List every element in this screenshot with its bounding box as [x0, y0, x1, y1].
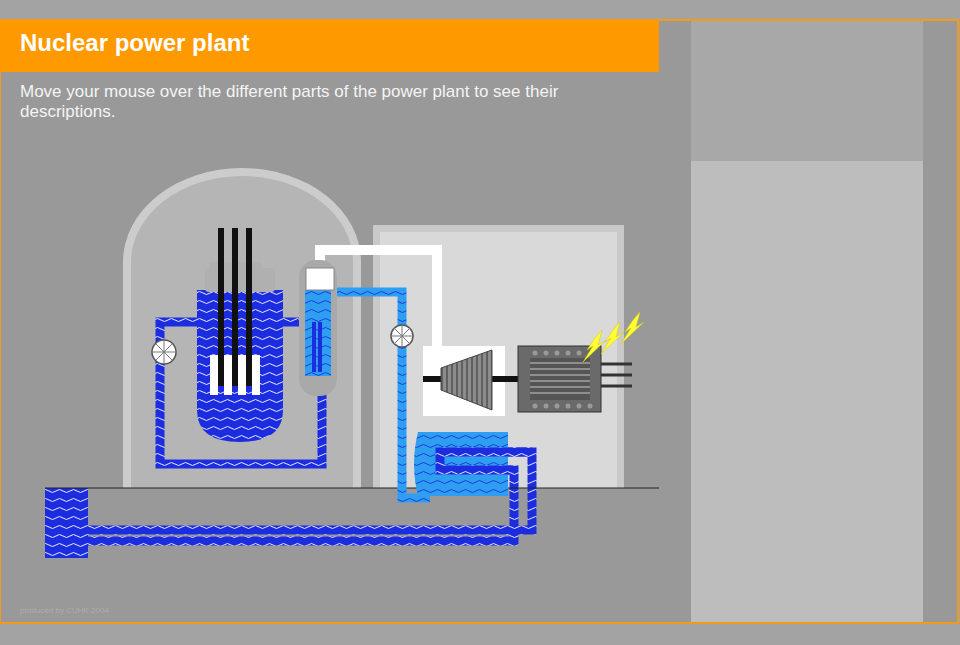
control-rod: [246, 228, 252, 386]
output-terminals: [601, 364, 632, 386]
coolant-pump: [152, 340, 176, 364]
containment-dome: [123, 168, 361, 488]
instruction-text: Move your mouse over the different parts…: [20, 82, 590, 123]
turbine-building: [373, 225, 624, 488]
control-rod: [218, 228, 224, 386]
description-panel: [691, 161, 923, 622]
page-title: Nuclear power plant: [20, 29, 249, 57]
fuel-rod: [224, 355, 232, 395]
steam-pipe: [320, 250, 437, 350]
generator-bolts: [533, 351, 593, 409]
condenser-tubes: [440, 452, 532, 470]
heat-exchanger-tubes: [314, 322, 320, 372]
containment-inner: [131, 176, 353, 488]
control-rod: [232, 228, 238, 386]
fuel-rod: [238, 355, 246, 395]
pump-blades: [391, 325, 413, 347]
feedwater-pump: [391, 325, 413, 347]
reactor-vessel: [197, 290, 283, 442]
steam-generator: [299, 260, 337, 396]
description-panel-top: [691, 21, 923, 161]
ground-line: [45, 488, 659, 489]
steam-dome: [306, 268, 334, 290]
steam-generator-water: [305, 290, 331, 376]
pump-blades: [152, 340, 176, 364]
fuel-rod: [210, 355, 218, 395]
content-frame: [0, 20, 958, 623]
vessel-head: [205, 268, 275, 292]
generator-core: [530, 358, 590, 400]
title-bar: [0, 20, 659, 72]
condenser: [414, 432, 508, 496]
electricity-bolts: [583, 312, 644, 362]
fuel-rod: [252, 355, 260, 395]
feedwater-pipe: [326, 292, 430, 498]
cooling-water-source: [45, 488, 88, 558]
credit-note: produced by CUHK 2004: [20, 606, 220, 616]
generator-windings: [530, 363, 590, 393]
turbine-rotor: [441, 350, 492, 410]
